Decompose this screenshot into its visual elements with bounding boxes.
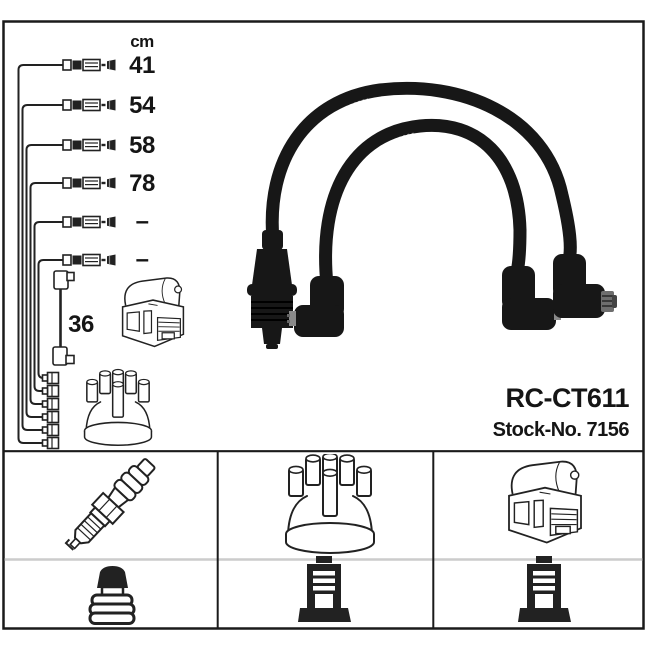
cable-icon — [62, 98, 117, 112]
cable-length: 58 — [129, 132, 155, 159]
cable-elbow-boot — [502, 266, 563, 330]
cable-row: 58 — [25, 132, 155, 424]
cable-elbow-boot — [553, 254, 617, 318]
cable-icon — [62, 215, 117, 229]
cable-length: 78 — [129, 170, 155, 197]
cable-row: 54 — [21, 92, 156, 437]
spark-plug-icon — [64, 458, 156, 551]
ignition-coil-icon — [508, 460, 582, 544]
cable-length: 41 — [129, 52, 155, 79]
cable-row: – — [33, 208, 149, 398]
cable-length: 54 — [129, 92, 156, 119]
cable-length: – — [136, 208, 149, 235]
cable-screw-connector — [247, 230, 297, 349]
ignition-cables-photo — [247, 81, 617, 349]
cable-icon — [62, 176, 117, 190]
cable-icon — [62, 138, 117, 152]
spark-plug-terminal-icon — [88, 566, 136, 625]
product-identification: RC-CT611 Stock-No. 7156 — [493, 383, 630, 441]
cable-row: 78 — [29, 170, 155, 411]
unit-header: cm — [130, 32, 154, 51]
cable-icon — [62, 253, 117, 267]
coil-wire-diagram: 36 — [52, 270, 94, 366]
product-code: RC-CT611 — [505, 383, 629, 413]
cable-length-table: cm 41 54 58 — [17, 32, 156, 450]
coil-wire-length: 36 — [68, 311, 94, 338]
ignition-coil-icon — [121, 277, 185, 348]
cable-length: – — [136, 246, 149, 273]
cable-row: – — [37, 246, 149, 385]
cable-icon — [62, 58, 117, 72]
cable-elbow-boot — [287, 276, 344, 337]
cable-row: 41 — [17, 52, 155, 450]
stock-number: Stock-No. 7156 — [493, 419, 630, 441]
